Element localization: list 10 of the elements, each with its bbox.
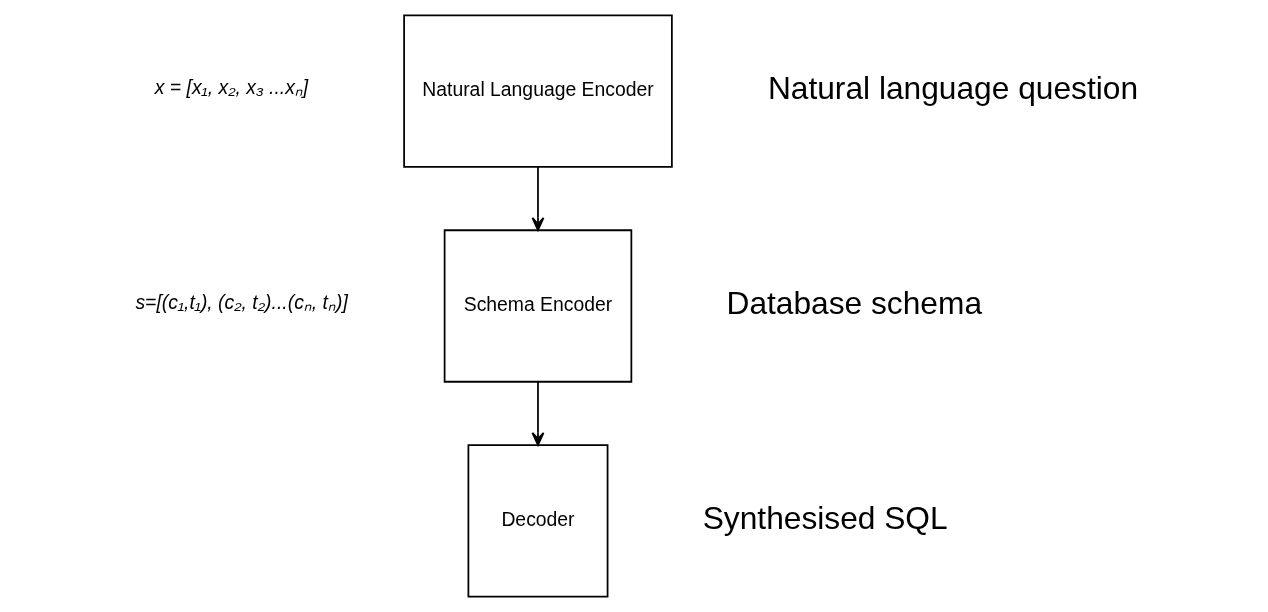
label: Database schema xyxy=(726,284,983,321)
label: Synthesised SQL xyxy=(702,499,948,536)
label: Natural language question xyxy=(767,69,1139,106)
label: s=[(c₁,t₁), (c₂, t₂)...(cₙ, tₙ)] xyxy=(135,291,348,314)
arrow xyxy=(531,380,545,446)
arrow xyxy=(531,165,545,232)
node-box: Decoder xyxy=(467,444,609,598)
label: x = [x₁, x₂, x₃ ...xₙ] xyxy=(154,76,309,99)
node-box: Schema Encoder xyxy=(443,229,633,383)
node-box: Natural Language Encoder xyxy=(403,14,673,168)
